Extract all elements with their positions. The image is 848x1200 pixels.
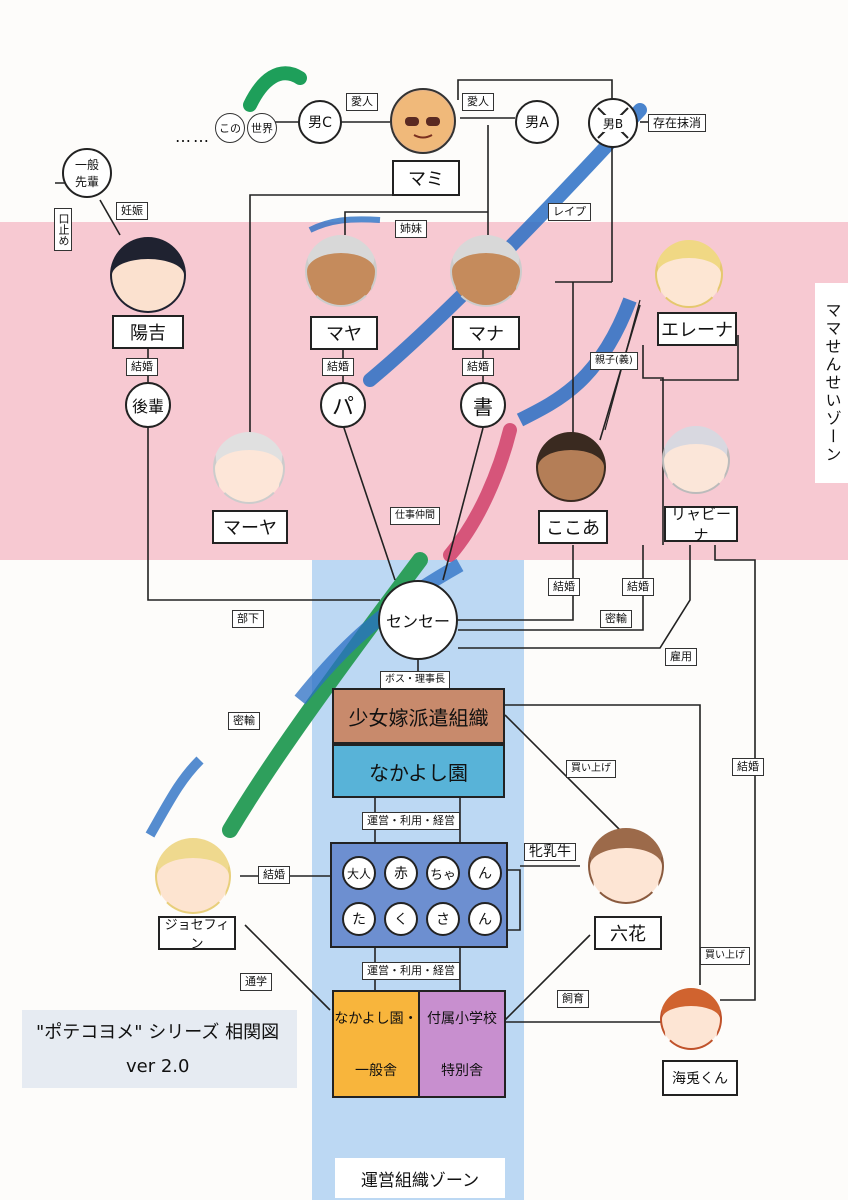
kekkon-label-1: 結婚 <box>126 358 158 376</box>
akachan-char-3: ん <box>468 856 502 890</box>
aijin-label-1: 愛人 <box>346 93 378 111</box>
maya-face <box>305 235 377 307</box>
josephine-label: ジョセフィン <box>158 916 236 952</box>
green-brush-top <box>243 66 307 112</box>
sensei-node: センセー <box>378 580 458 660</box>
boss-label: ボス・理事長 <box>380 671 450 689</box>
sho-circle: 書 <box>460 382 506 428</box>
ippan-text: 一般 <box>74 158 99 172</box>
man-a-node: 男A <box>515 100 559 144</box>
ippansha-line2: 一般舎 <box>355 1063 397 1079</box>
akachan-char-4: た <box>342 902 376 936</box>
buka-label: 部下 <box>232 610 264 628</box>
rape-label: レイプ <box>548 203 591 221</box>
mana-face <box>450 235 522 307</box>
kaiage-label-2: 買い上げ <box>700 947 750 965</box>
blue-brush-right <box>516 297 637 427</box>
pink-brush <box>443 423 517 562</box>
haken-org-box: 少女嫁派遣組織 <box>332 688 505 744</box>
senpai-text: 先輩 <box>74 175 99 189</box>
kouhai-circle: 後輩 <box>125 382 171 428</box>
kekkon-label-6: 結婚 <box>732 758 764 776</box>
kekkon-label-7: 結婚 <box>258 866 290 884</box>
mitsuyu-label-1: 密輸 <box>600 610 632 628</box>
mami-face <box>390 88 456 154</box>
kaito-label: 海兎くん <box>662 1060 738 1096</box>
ippansha-line1: なかよし園・ <box>334 1011 418 1027</box>
ellipsis-text: …… <box>175 127 211 146</box>
mitsuyu-label-2: 密輸 <box>228 712 260 730</box>
lavina-label: リャビーナ <box>664 505 738 544</box>
man-c-node: 男C <box>298 100 342 144</box>
mama-zone-label: ママせんせいゾーン <box>815 283 848 483</box>
akachan-char-0: 大人 <box>342 856 376 890</box>
tokubetsusha-box: 付属小学校 特別舎 <box>420 990 506 1098</box>
unei-label-2: 運営・利用・経営 <box>362 962 460 980</box>
rikka-label: 六花 <box>594 916 662 950</box>
yoshino-label: 陽吉 <box>112 315 184 349</box>
ippansha-box: なかよし園・ 一般舎 <box>332 990 420 1098</box>
shigoto-label: 仕事仲間 <box>390 507 440 525</box>
maaya-face <box>213 432 285 504</box>
maaya-label: マーヤ <box>212 510 288 544</box>
pa-circle: パ <box>320 382 366 428</box>
meushi-label: 牝乳牛 <box>524 843 576 861</box>
cocoa-face <box>536 432 606 502</box>
yoshino-face <box>110 237 186 313</box>
akachan-char-7: ん <box>468 902 502 936</box>
org-zone-label: 運営組織ゾーン <box>335 1158 505 1198</box>
man-b-text: 男B <box>602 114 624 132</box>
series-title-box: "ポテコヨメ" シリーズ 相関図 ver 2.0 <box>22 1010 297 1088</box>
kekkon-label-2: 結婚 <box>322 358 354 376</box>
shiiku-label: 飼育 <box>557 990 589 1008</box>
senpai-node: 一般 先輩 <box>62 148 112 198</box>
kono-circle: この <box>215 113 245 143</box>
akachan-box: 大人 赤 ちゃ ん た く さ ん <box>330 842 508 948</box>
akachan-char-2: ちゃ <box>426 856 460 890</box>
akachan-char-1: 赤 <box>384 856 418 890</box>
mami-label: マミ <box>392 160 460 196</box>
man-b-node: 男B <box>588 98 638 148</box>
mana-label: マナ <box>452 316 520 350</box>
ninshin-label: 妊娠 <box>116 202 148 220</box>
akachan-char-6: さ <box>426 902 460 936</box>
oyako-label: 親子(義) <box>590 352 638 370</box>
akachan-char-5: く <box>384 902 418 936</box>
nakayoshi-box: なかよし園 <box>332 744 505 798</box>
tokubetsusha-line2: 特別舎 <box>441 1063 483 1079</box>
kaito-face <box>660 988 722 1050</box>
kekkon-label-4: 結婚 <box>548 578 580 596</box>
kuchidome-label: 口止め <box>54 208 72 251</box>
sekai-circle: 世界 <box>247 113 277 143</box>
series-version: ver 2.0 <box>126 1056 190 1077</box>
kaiage-label-1: 買い上げ <box>566 760 616 778</box>
elena-label: エレーナ <box>657 312 737 346</box>
tokubetsusha-line1: 付属小学校 <box>427 1011 497 1027</box>
kekkon-label-3: 結婚 <box>462 358 494 376</box>
shimai-label: 姉妹 <box>395 220 427 238</box>
kekkon-label-5: 結婚 <box>622 578 654 596</box>
aijin-label-2: 愛人 <box>462 93 494 111</box>
lavina-face <box>662 426 730 494</box>
rikka-face <box>588 828 664 904</box>
josephine-face <box>155 838 231 914</box>
series-title: "ポテコヨメ" シリーズ 相関図 <box>36 1022 280 1043</box>
elena-face <box>655 240 723 308</box>
sonzai-label: 存在抹消 <box>648 114 707 132</box>
unei-label-1: 運営・利用・経営 <box>362 812 460 830</box>
tsuugaku-label: 通学 <box>240 973 272 991</box>
maya-label: マヤ <box>310 316 378 350</box>
koyou-label: 雇用 <box>665 648 697 666</box>
cocoa-label: ここあ <box>538 510 608 544</box>
